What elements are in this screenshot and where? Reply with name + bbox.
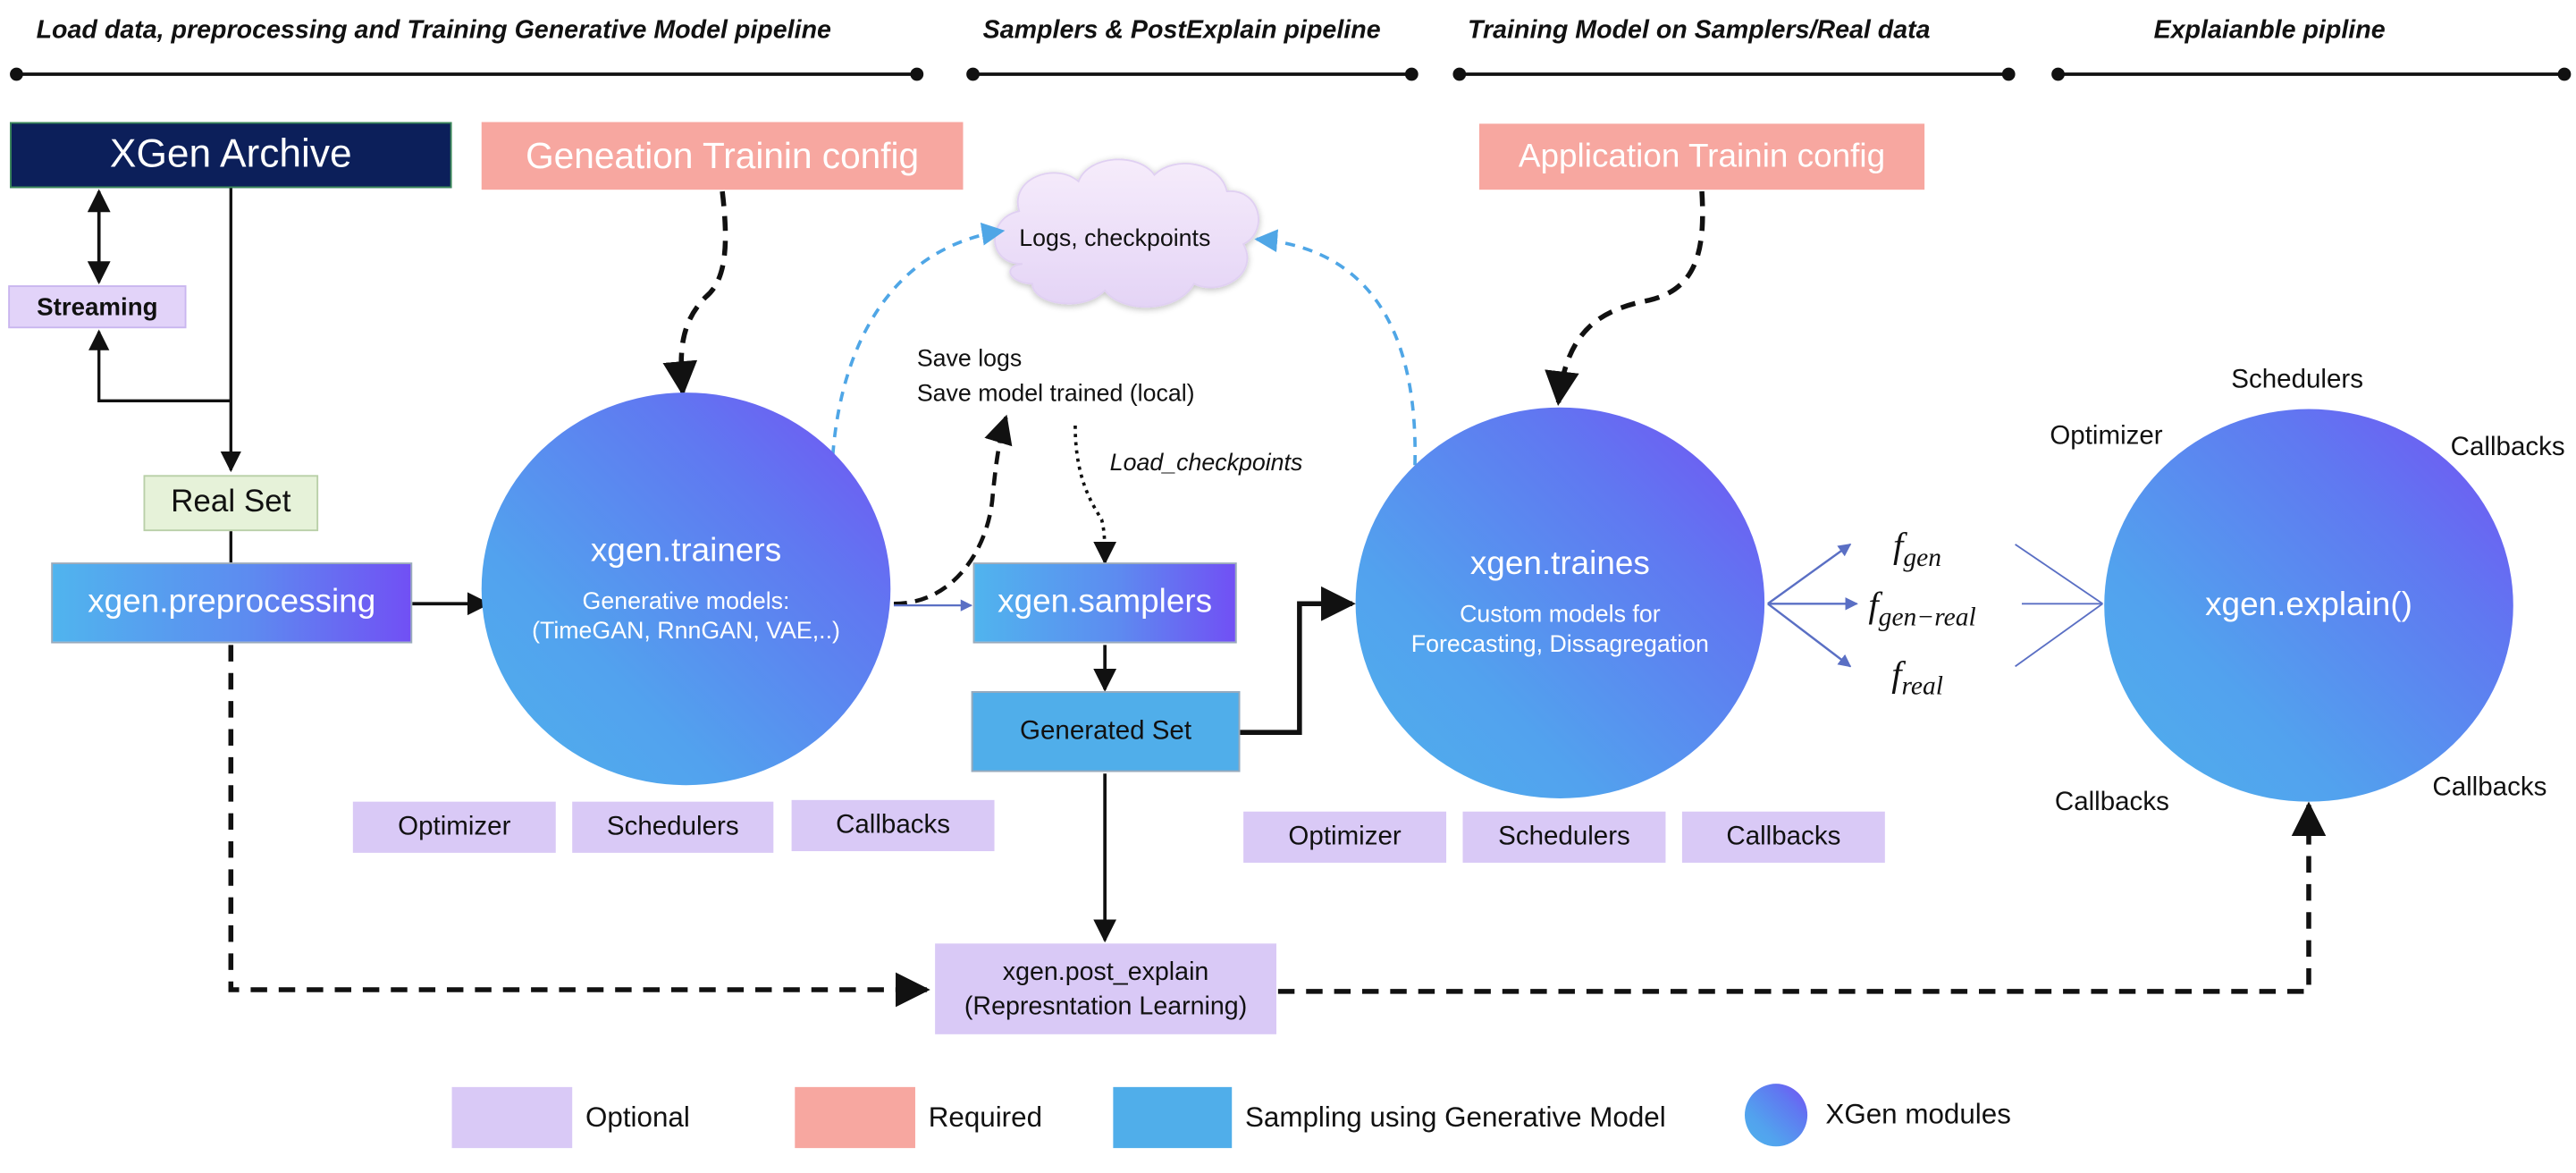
xgen-samplers-box: xgen.samplers — [972, 562, 1237, 644]
header-timeline-1 — [10, 67, 924, 81]
trainers-title: xgen.trainers — [590, 532, 782, 569]
load-checkpoints-label: Load_checkpoints — [1109, 450, 1303, 477]
trainers-subtitle-2: (TimeGAN, RnnGAN, VAE,..) — [532, 617, 840, 645]
generated-set-box: Generated Set — [971, 691, 1241, 772]
f-real-output: freal — [1891, 653, 1943, 702]
legend-optional-label: Optional — [585, 1101, 690, 1134]
save-logs-label: Save logs — [916, 346, 1023, 373]
legend-required-label: Required — [928, 1101, 1043, 1134]
logs-checkpoints-label: Logs, checkpoints — [1019, 225, 1211, 253]
post-explain-subtitle: (Represntation Learning) — [964, 992, 1248, 1021]
trainers-save-arrow — [893, 414, 1013, 606]
header-load-data: Load data, preprocessing and Training Ge… — [36, 16, 831, 45]
save-model-label: Save model trained (local) — [916, 381, 1195, 408]
traines-subtitle-2: Forecasting, Dissagregation — [1410, 631, 1709, 659]
appconfig-traines-arrow — [1545, 190, 1705, 407]
traines-callbacks-box: Callbacks — [1681, 811, 1885, 863]
application-training-config-box: Application Trainin config — [1478, 123, 1925, 190]
postexplain-explain-arrow — [1277, 801, 2327, 994]
legend-modules-swatch — [1745, 1084, 1808, 1147]
xgen-explain-module: xgen.explain() — [2104, 409, 2513, 802]
traines-freal-arrow — [1767, 603, 1852, 668]
explain-schedulers-label: Schedulers — [2231, 366, 2363, 394]
traines-subtitle-1: Custom models for — [1460, 602, 1661, 629]
realset-streaming-arrow — [88, 329, 232, 402]
header-timeline-4 — [2051, 67, 2572, 81]
xgen-post-explain-box: xgen.post_explain (Represntation Learnin… — [935, 943, 1277, 1034]
freal-explain-line — [2015, 603, 2103, 668]
f-gen-output: fgen — [1893, 524, 1941, 573]
traines-optimizer-box: Optimizer — [1243, 811, 1447, 863]
explain-optimizer-label: Optimizer — [2050, 422, 2163, 451]
streaming-box: Streaming — [8, 285, 187, 329]
xgen-archive-box: XGen Archive — [10, 122, 452, 189]
generation-training-config-box: Geneation Trainin config — [481, 122, 964, 190]
legend-sampling-label: Sampling using Generative Model — [1244, 1101, 1666, 1134]
legend-sampling-swatch — [1113, 1086, 1233, 1149]
legend-optional-swatch — [451, 1086, 573, 1149]
preproc-postexplain-arrow — [228, 645, 930, 1008]
header-explainable: Explaianble pipline — [2153, 16, 2386, 45]
header-timeline-2 — [966, 67, 1418, 81]
load-checkpoints-arrow — [1073, 426, 1117, 565]
explain-callbacks-left-label: Callbacks — [2054, 788, 2169, 817]
traines-logs-arrow — [1254, 229, 1417, 466]
fgen-explain-line — [2015, 544, 2103, 605]
f-gen-real-output: fgen−real — [1868, 584, 1976, 632]
explain-callbacks-top-label: Callbacks — [2450, 434, 2565, 462]
xgen-trainers-module: xgen.trainers Generative models: (TimeGA… — [481, 392, 891, 786]
explain-callbacks-right-label: Callbacks — [2432, 773, 2547, 802]
trainers-schedulers-box: Schedulers — [572, 801, 774, 853]
trainers-optimizer-box: Optimizer — [352, 801, 556, 853]
header-timeline-3 — [1452, 67, 2016, 81]
traines-fgen-arrow — [1767, 543, 1852, 605]
trainers-subtitle-1: Generative models: — [582, 587, 790, 615]
post-explain-title: xgen.post_explain — [1002, 958, 1209, 986]
cloud-shape — [994, 158, 1259, 308]
trainers-callbacks-box: Callbacks — [791, 799, 995, 852]
generated-traines-arrow — [1240, 586, 1356, 735]
real-set-box: Real Set — [143, 475, 319, 532]
traines-schedulers-box: Schedulers — [1462, 811, 1666, 863]
trainers-logs-arrow — [830, 222, 1006, 456]
traines-title: xgen.traines — [1469, 545, 1650, 583]
xgen-traines-module: xgen.traines Custom models for Forecasti… — [1355, 407, 1765, 798]
genconfig-trainers-arrow — [662, 190, 728, 396]
header-samplers: Samplers & PostExplain pipeline — [982, 16, 1381, 45]
xgen-preprocessing-box: xgen.preprocessing — [51, 562, 413, 644]
legend-required-swatch — [795, 1086, 915, 1149]
legend-modules-label: XGen modules — [1825, 1098, 2011, 1130]
header-training-model: Training Model on Samplers/Real data — [1468, 16, 1931, 45]
explain-title: xgen.explain() — [2205, 586, 2412, 623]
